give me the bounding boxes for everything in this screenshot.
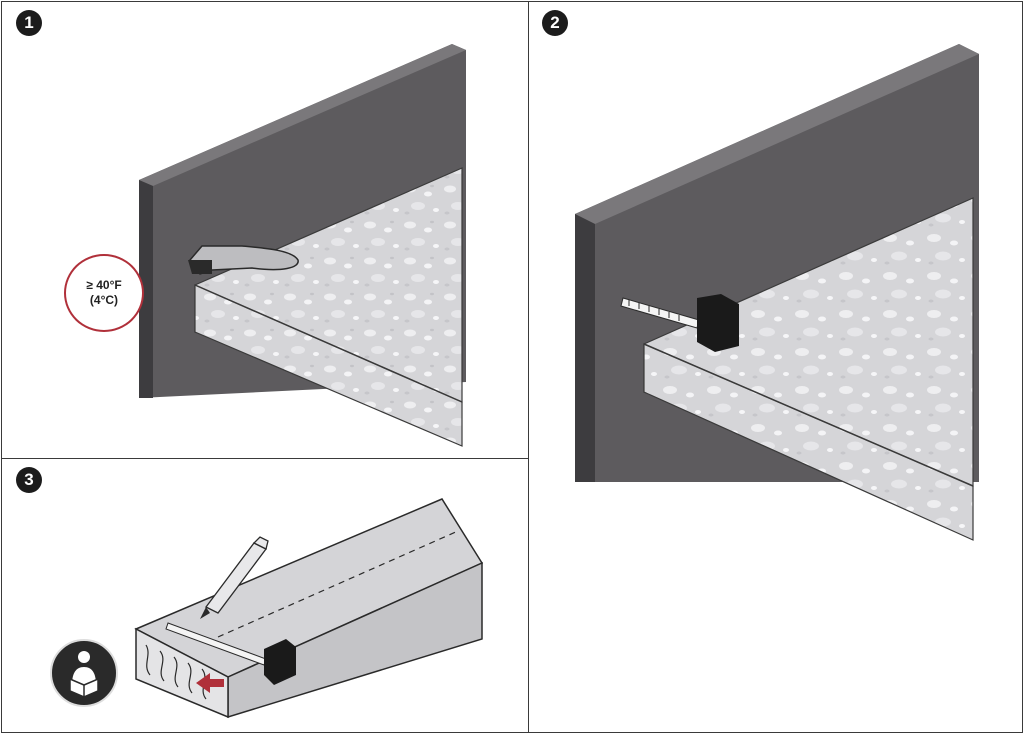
wall-scraping-illustration: [139, 44, 466, 447]
step-1-panel: 1 ≥ 40°F (4°C): [1, 1, 529, 459]
step-number-badge: 1: [16, 10, 42, 36]
step-3-panel: 3: [1, 458, 529, 733]
step-2-panel: 2: [528, 1, 1023, 733]
board-cutting-illustration: [134, 498, 484, 719]
step-number-badge: 3: [16, 467, 42, 493]
arrow-icon: [196, 673, 224, 693]
temperature-badge: ≥ 40°F (4°C): [64, 254, 144, 332]
utility-knife-icon: [200, 536, 269, 619]
temperature-fahrenheit: ≥ 40°F: [86, 278, 122, 292]
board-measuring-illustration: [575, 44, 979, 541]
step-number-badge: 2: [542, 10, 568, 36]
read-manual-icon: [50, 639, 118, 707]
tape-measure-icon: [620, 294, 739, 352]
tape-measure-icon: [165, 622, 296, 685]
temperature-celsius: (4°C): [89, 293, 119, 307]
ice-scraper-icon: [188, 245, 299, 275]
